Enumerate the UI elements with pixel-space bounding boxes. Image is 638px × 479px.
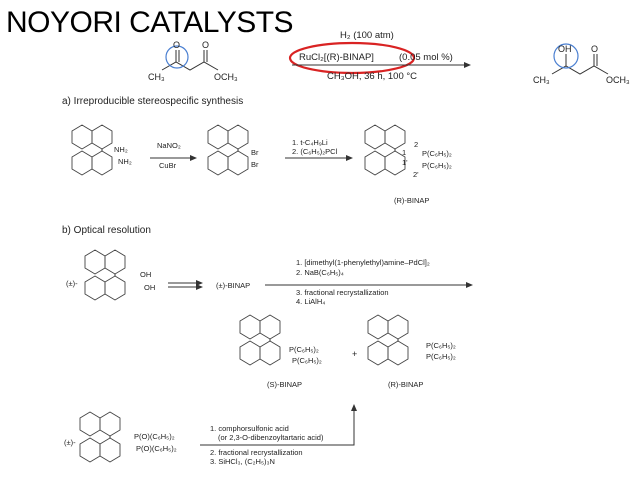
- resolution-line1b: (or 2,3-O-dibenzoyltartaric acid): [218, 433, 324, 442]
- condition-solvent-time: CH₃OH, 36 h, 100 °C: [327, 71, 418, 82]
- substrate-ketone-o: O: [173, 40, 181, 50]
- resolution-line1: 1. comphorsulfonic acid: [210, 424, 289, 433]
- position-1-prime: 1': [402, 158, 408, 167]
- r-p-top: P(C₆H₅)₂: [426, 341, 456, 350]
- page-title: NOYORI CATALYSTS: [6, 6, 294, 39]
- step-b-line1: 1. [dimethyl(1-phenylethyl)amine–PdCl]₂: [296, 258, 430, 267]
- arrow-b3: [200, 404, 357, 446]
- br-bottom: Br: [251, 160, 259, 169]
- r-binap-structure-a: [365, 125, 405, 175]
- catalyst-highlight-ellipse: [288, 41, 416, 75]
- product-oh: OH: [558, 44, 572, 54]
- racemic-prefix-binol: (±)-: [66, 279, 78, 288]
- product-och3: OCH₃: [606, 75, 630, 85]
- binapo-structure: [80, 412, 120, 462]
- carbonyl-highlight-circle: [165, 45, 189, 69]
- resolution-line2: 2. fractional recrystallization: [210, 448, 303, 457]
- hydroxyl-highlight-circle: [553, 43, 579, 69]
- s-p-top: P(C₆H₅)₂: [289, 345, 319, 354]
- racemic-binap: (±)-BINAP: [216, 281, 251, 290]
- po-bottom: P(O)(C₆H₅)₂: [136, 444, 177, 453]
- nh2-top: NH₂: [114, 145, 128, 154]
- oh-bottom: OH: [144, 283, 156, 292]
- substrate-ester-o: O: [202, 40, 210, 50]
- r-binap-label-b: (R)-BINAP: [388, 380, 424, 389]
- racemic-prefix-binapo: (±)-: [64, 438, 76, 447]
- step-a1-reagent2: CuBr: [159, 161, 177, 170]
- catalyst-label: RuCl₂[(R)-BINAP]: [299, 52, 374, 63]
- position-1: 1: [402, 148, 407, 157]
- r-p-bottom: P(C₆H₅)₂: [426, 352, 456, 361]
- r-binap-structure-b: [368, 315, 408, 365]
- s-binap-label: (S)-BINAP: [267, 380, 303, 389]
- substrate-ch3: CH₃: [148, 72, 165, 82]
- position-2-prime: 2': [413, 170, 419, 179]
- substrate-skeleton: [161, 45, 219, 71]
- r-binap-label-a: (R)-BINAP: [394, 196, 430, 205]
- step-a2-line2: 2. (C₆H₅)₂PCl: [292, 147, 338, 156]
- section-a-heading: a) Irreproducible stereospecific synthes…: [62, 96, 244, 107]
- section-b-heading: b) Optical resolution: [62, 225, 151, 236]
- po-top: P(O)(C₆H₅)₂: [134, 432, 175, 441]
- dibromo-binaphthyl: [208, 125, 248, 175]
- product-skeleton: [551, 43, 609, 75]
- p-top-a: P(C₆H₅)₂: [422, 149, 452, 158]
- s-p-bottom: P(C₆H₅)₂: [292, 356, 322, 365]
- p-bottom-a: P(C₆H₅)₂: [422, 161, 452, 170]
- step-b-line3: 3. fractional recrystallization: [296, 288, 389, 297]
- step-b-line4: 4. LiAlH₄: [296, 297, 326, 306]
- product-ch3: CH₃: [533, 75, 550, 85]
- catalyst-loading: (0.05 mol %): [399, 52, 453, 63]
- position-2: 2: [414, 140, 419, 149]
- br-top: Br: [251, 148, 259, 157]
- product-ester-o: O: [591, 44, 599, 54]
- oh-top: OH: [140, 270, 152, 279]
- condition-hydrogen: H₂ (100 atm): [340, 30, 394, 41]
- step-b-line2: 2. NaB(C₆H₅)₄: [296, 268, 344, 277]
- resolution-line3: 3. SiHCl₃, (C₂H₅)₃N: [210, 457, 275, 466]
- substrate-och3: OCH₃: [214, 72, 238, 82]
- diamine-binaphthyl: [72, 125, 112, 175]
- s-binap-structure: [240, 315, 280, 365]
- nh2-bottom: NH₂: [118, 157, 132, 166]
- step-a2-line1: 1. t-C₄H₉Li: [292, 138, 328, 147]
- binol-structure: [85, 250, 125, 300]
- step-a1-reagent1: NaNO₂: [157, 141, 181, 150]
- plus-sign: +: [352, 349, 358, 359]
